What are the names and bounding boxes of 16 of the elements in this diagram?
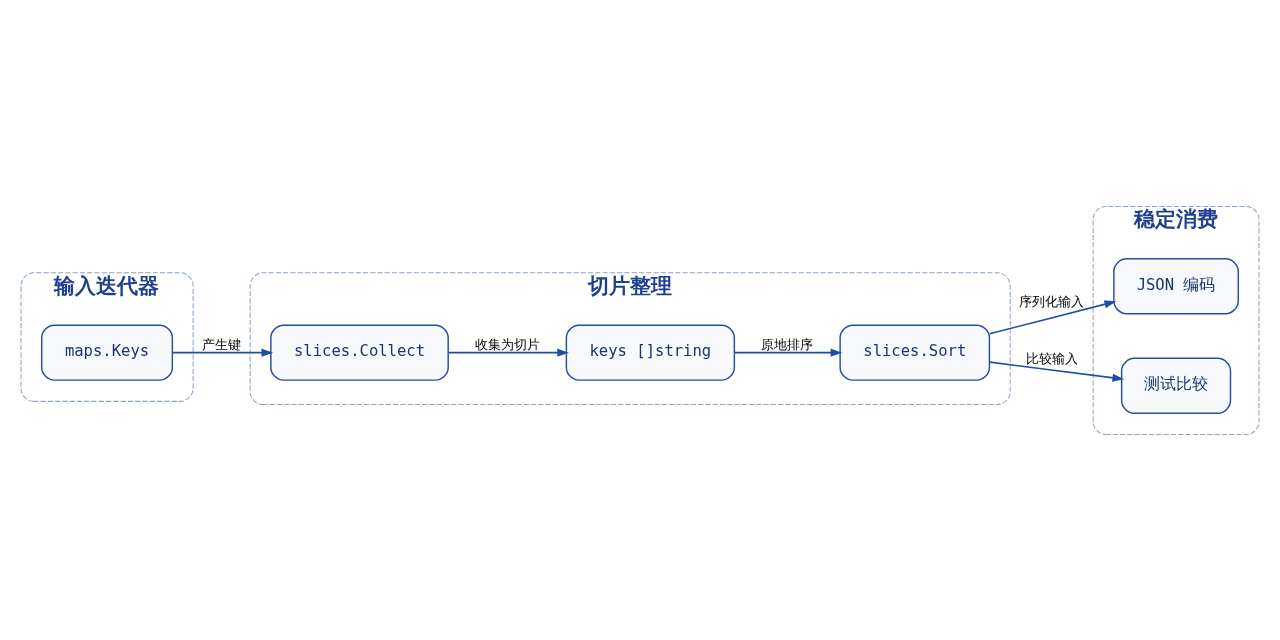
node-box: slices.Collect [270,323,449,381]
arrow [447,348,569,357]
node-box: 测试比较 [1120,357,1232,414]
edge-label: 原地排序 [761,335,814,352]
node-box: keys []string [565,323,736,381]
edge-label: 产生键 [202,335,242,352]
node-box: maps.Keys [41,323,174,381]
edge-label: 比较输入 [1025,349,1078,366]
arrow [988,360,1125,382]
edge-label: 序列化输入 [1019,292,1085,309]
arrow [733,348,843,357]
arrow [988,299,1117,335]
node-box: JSON 编码 [1113,257,1239,314]
edge-label: 收集为切片 [474,335,540,352]
arrow [171,348,274,357]
node-box: slices.Sort [839,323,991,381]
